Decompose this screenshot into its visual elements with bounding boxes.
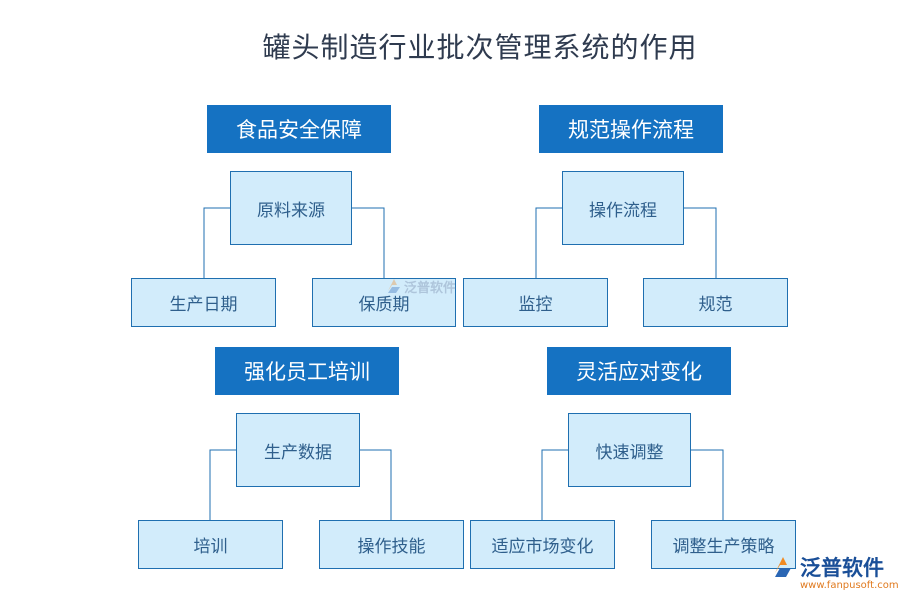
header-standard-process: 规范操作流程 xyxy=(539,105,723,153)
header-food-safety: 食品安全保障 xyxy=(207,105,391,153)
node-adapt-market: 适应市场变化 xyxy=(470,520,615,569)
node-production-data: 生产数据 xyxy=(236,413,360,487)
header-flexible-response: 灵活应对变化 xyxy=(547,347,731,395)
brand-logo-icon xyxy=(775,557,791,577)
node-standardize: 规范 xyxy=(643,278,788,327)
node-operation-skills: 操作技能 xyxy=(319,520,464,569)
node-adjust-strategy: 调整生产策略 xyxy=(651,520,796,569)
header-staff-training: 强化员工培训 xyxy=(215,347,399,395)
node-production-date: 生产日期 xyxy=(131,278,276,327)
node-raw-material-source: 原料来源 xyxy=(230,171,352,245)
node-monitor: 监控 xyxy=(463,278,608,327)
brand-logo: 泛普软件 xyxy=(770,552,884,582)
watermark-logo-icon xyxy=(388,279,400,293)
watermark: 泛普软件 xyxy=(384,276,456,296)
brand-url: www.fanpusoft.com xyxy=(800,580,899,591)
node-training: 培训 xyxy=(138,520,283,569)
node-quick-adjust: 快速调整 xyxy=(568,413,691,487)
node-operation-process: 操作流程 xyxy=(562,171,684,245)
node-shelf-life: 保质期 xyxy=(312,278,456,327)
page-title: 罐头制造行业批次管理系统的作用 xyxy=(262,31,698,64)
